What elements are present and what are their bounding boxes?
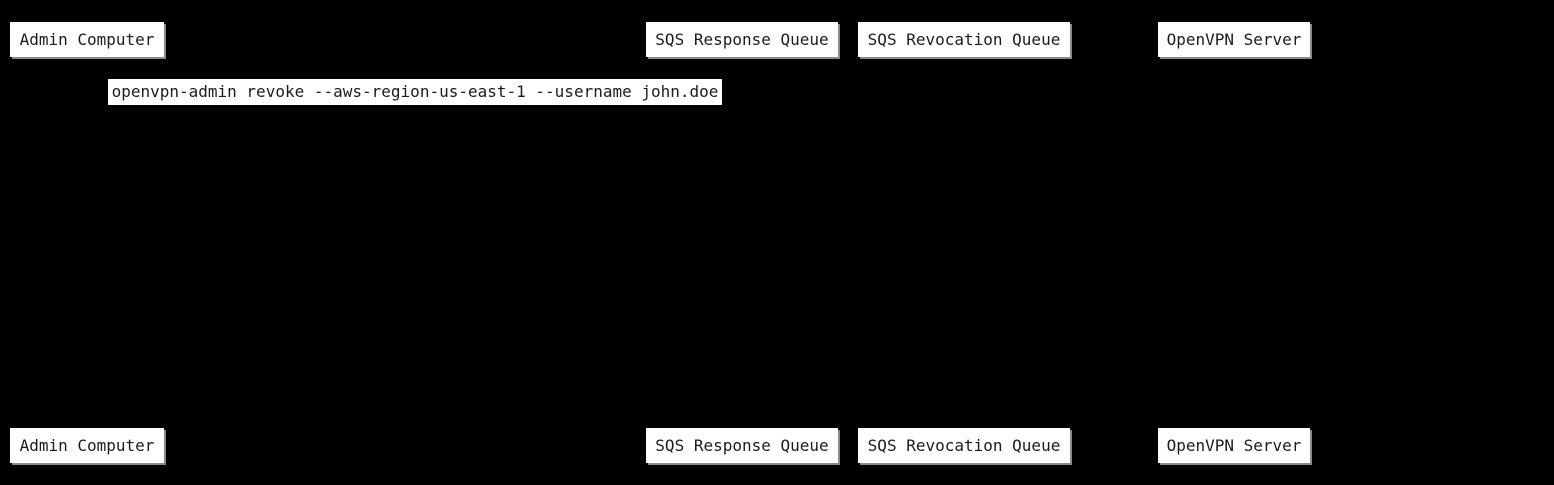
participant-sqs-response-queue-bottom: SQS Response Queue: [646, 428, 838, 463]
lifeline-openvpn-server: [1234, 57, 1235, 428]
participant-sqs-revocation-queue-bottom: SQS Revocation Queue: [858, 428, 1070, 463]
participant-openvpn-server-bottom: OpenVPN Server: [1158, 428, 1310, 463]
lifeline-sqs-response-queue: [742, 57, 743, 428]
lifeline-sqs-revocation-queue: [964, 57, 965, 428]
participant-sqs-revocation-queue-top: SQS Revocation Queue: [858, 22, 1070, 57]
participant-openvpn-server-top: OpenVPN Server: [1158, 22, 1310, 57]
message-label-revoke-command: openvpn-admin revoke --aws-region-us-eas…: [108, 79, 722, 105]
participant-admin-computer-top: Admin Computer: [10, 22, 164, 57]
participant-admin-computer-bottom: Admin Computer: [10, 428, 164, 463]
lifeline-admin-computer: [87, 57, 88, 428]
participant-sqs-response-queue-top: SQS Response Queue: [646, 22, 838, 57]
